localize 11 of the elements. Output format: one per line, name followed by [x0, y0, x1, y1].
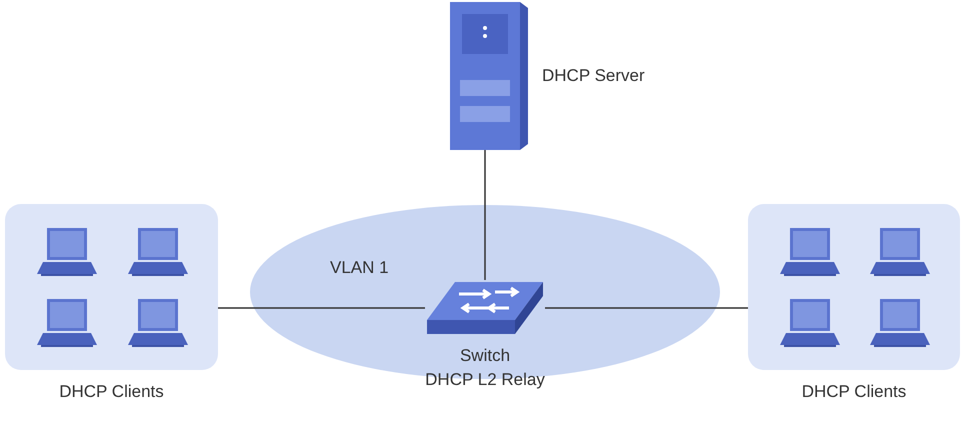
node-caption: DHCP Clients [59, 381, 164, 403]
vlan-label: VLAN 1 [330, 257, 389, 279]
connector-line [484, 150, 486, 280]
client-group-panel [748, 204, 960, 370]
connector-line [218, 307, 425, 309]
node-caption: Switch [460, 345, 510, 367]
node-caption: DHCP Server [542, 65, 645, 87]
client-group-panel [5, 204, 218, 370]
connector-line [545, 307, 748, 309]
node-caption: DHCP Clients [802, 381, 906, 403]
node-caption: DHCP L2 Relay [425, 369, 545, 391]
